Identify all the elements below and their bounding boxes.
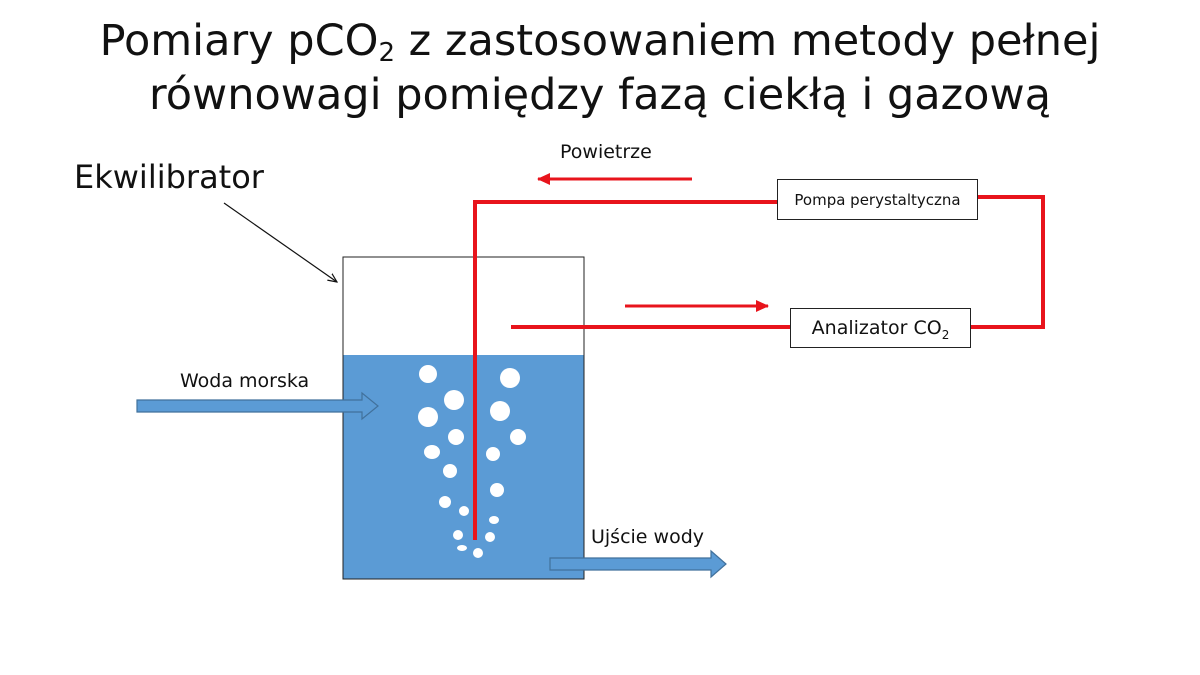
- co2-analyzer-box: Analizator CO2: [790, 308, 971, 348]
- title-subscript: 2: [378, 38, 395, 68]
- peristaltic-pump-box: Pompa perystaltyczna: [777, 179, 978, 220]
- slide-title: Pomiary pCO2 z zastosowaniem metody pełn…: [0, 14, 1200, 122]
- air-label: Powietrze: [560, 141, 652, 163]
- water-level: [343, 355, 584, 579]
- equilibrator-label: Ekwilibrator: [74, 158, 264, 196]
- water-outlet-arrow: [549, 549, 727, 579]
- seawater-label: Woda morska: [180, 370, 310, 392]
- water-outlet-label: Ujście wody: [591, 526, 705, 548]
- analyzer-subscript: 2: [941, 328, 950, 342]
- tubing-loop: [473, 195, 1045, 540]
- title-line-1: Pomiary pCO2 z zastosowaniem metody pełn…: [0, 14, 1200, 68]
- equilibrator-pointer: [223, 202, 337, 282]
- analyzer-label: Analizator CO2: [811, 317, 950, 342]
- air-bubbles: [418, 365, 526, 558]
- pump-label: Pompa perystaltyczna: [794, 190, 961, 209]
- analyzer-text: Analizator CO: [811, 317, 942, 339]
- seawater-inflow-arrow: [136, 391, 379, 421]
- title-text-end: z zastosowaniem metody pełnej: [395, 16, 1101, 66]
- title-line-2: równowagi pomiędzy fazą ciekłą i gazową: [149, 70, 1051, 120]
- title-text-start: Pomiary pCO: [99, 16, 379, 66]
